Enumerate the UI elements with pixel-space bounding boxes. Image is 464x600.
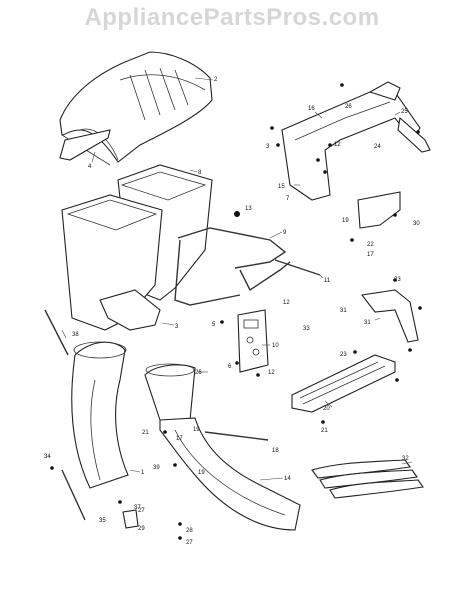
callout-8: 8 xyxy=(198,170,202,176)
callout-21b: 21 xyxy=(321,428,328,434)
part-lower-chute[interactable] xyxy=(159,417,301,531)
part-upper-chute-tube[interactable] xyxy=(144,363,196,425)
callout-37: 37 xyxy=(134,505,141,511)
callout-38: 38 xyxy=(72,332,79,338)
hardware-fasteners xyxy=(50,83,422,540)
callout-28: 28 xyxy=(186,528,193,534)
callout-34: 34 xyxy=(44,454,51,460)
callout-20: 20 xyxy=(323,406,330,412)
callout-10: 10 xyxy=(272,343,279,349)
callout-7: 7 xyxy=(286,196,290,202)
callout-17b: 17 xyxy=(176,436,183,442)
callout-26a: 26 xyxy=(195,370,202,376)
part-small-bracket[interactable] xyxy=(357,191,401,229)
part-bag-support-frame[interactable] xyxy=(174,227,291,306)
callout-11: 11 xyxy=(324,278,331,284)
part-blades[interactable] xyxy=(311,459,424,499)
callout-2: 2 xyxy=(214,77,218,83)
part-bumper-bar[interactable] xyxy=(291,354,396,413)
callout-32: 32 xyxy=(402,456,409,462)
callout-23a: 23 xyxy=(394,277,401,283)
part-mounting-bracket[interactable] xyxy=(281,81,431,201)
leader-lines xyxy=(61,77,413,481)
callout-26b: 26 xyxy=(345,104,352,110)
callout-17: 17 xyxy=(367,252,374,258)
callout-4: 4 xyxy=(88,164,92,170)
callout-5: 5 xyxy=(212,322,216,328)
callout-31b: 31 xyxy=(340,308,347,314)
callout-14: 14 xyxy=(284,476,291,482)
callout-21a: 21 xyxy=(142,430,149,436)
callout-30: 30 xyxy=(413,221,420,227)
callout-12b: 12 xyxy=(268,370,275,376)
callout-16: 16 xyxy=(308,106,315,112)
part-rod-long[interactable] xyxy=(44,309,86,521)
callout-19c: 19 xyxy=(198,470,205,476)
callout-22: 22 xyxy=(367,242,374,248)
callout-39: 39 xyxy=(153,465,160,471)
watermark-text: AppliancePartsPros.com xyxy=(84,4,380,31)
callout-19b: 19 xyxy=(193,427,200,433)
callout-1: 1 xyxy=(141,470,145,476)
callout-12a: 12 xyxy=(283,300,290,306)
callout-33: 33 xyxy=(303,326,310,332)
callout-18: 18 xyxy=(272,448,279,454)
callout-6: 6 xyxy=(228,364,232,370)
callout-12c: 12 xyxy=(334,142,341,148)
callout-25: 25 xyxy=(401,109,408,115)
callout-13: 13 xyxy=(245,206,252,212)
part-cover-flap[interactable] xyxy=(59,129,111,161)
callout-35: 35 xyxy=(99,518,106,524)
part-side-bracket[interactable] xyxy=(360,289,419,343)
callout-31a: 31 xyxy=(364,320,371,326)
callout-15: 15 xyxy=(278,184,285,190)
callout-24: 24 xyxy=(374,144,381,150)
part-chute[interactable] xyxy=(71,341,129,489)
callout-27a: 27 xyxy=(138,508,145,514)
callout-19a: 19 xyxy=(342,218,349,224)
part-clip[interactable] xyxy=(122,509,139,529)
callout-3: 3 xyxy=(175,324,179,330)
callout-23b: 23 xyxy=(340,352,347,358)
part-small-rod[interactable] xyxy=(204,431,269,441)
part-latch-plate[interactable] xyxy=(237,309,269,373)
callout-27b: 27 xyxy=(186,540,193,546)
callout-3b: 3 xyxy=(266,144,270,150)
callout-29: 29 xyxy=(138,526,145,532)
part-rod[interactable] xyxy=(274,259,321,276)
callout-9: 9 xyxy=(283,230,287,236)
part-bag-frames[interactable] xyxy=(61,164,213,331)
callout-labels: 1 2 3 3 4 5 6 7 8 9 10 11 12 12 12 13 14… xyxy=(44,77,420,546)
